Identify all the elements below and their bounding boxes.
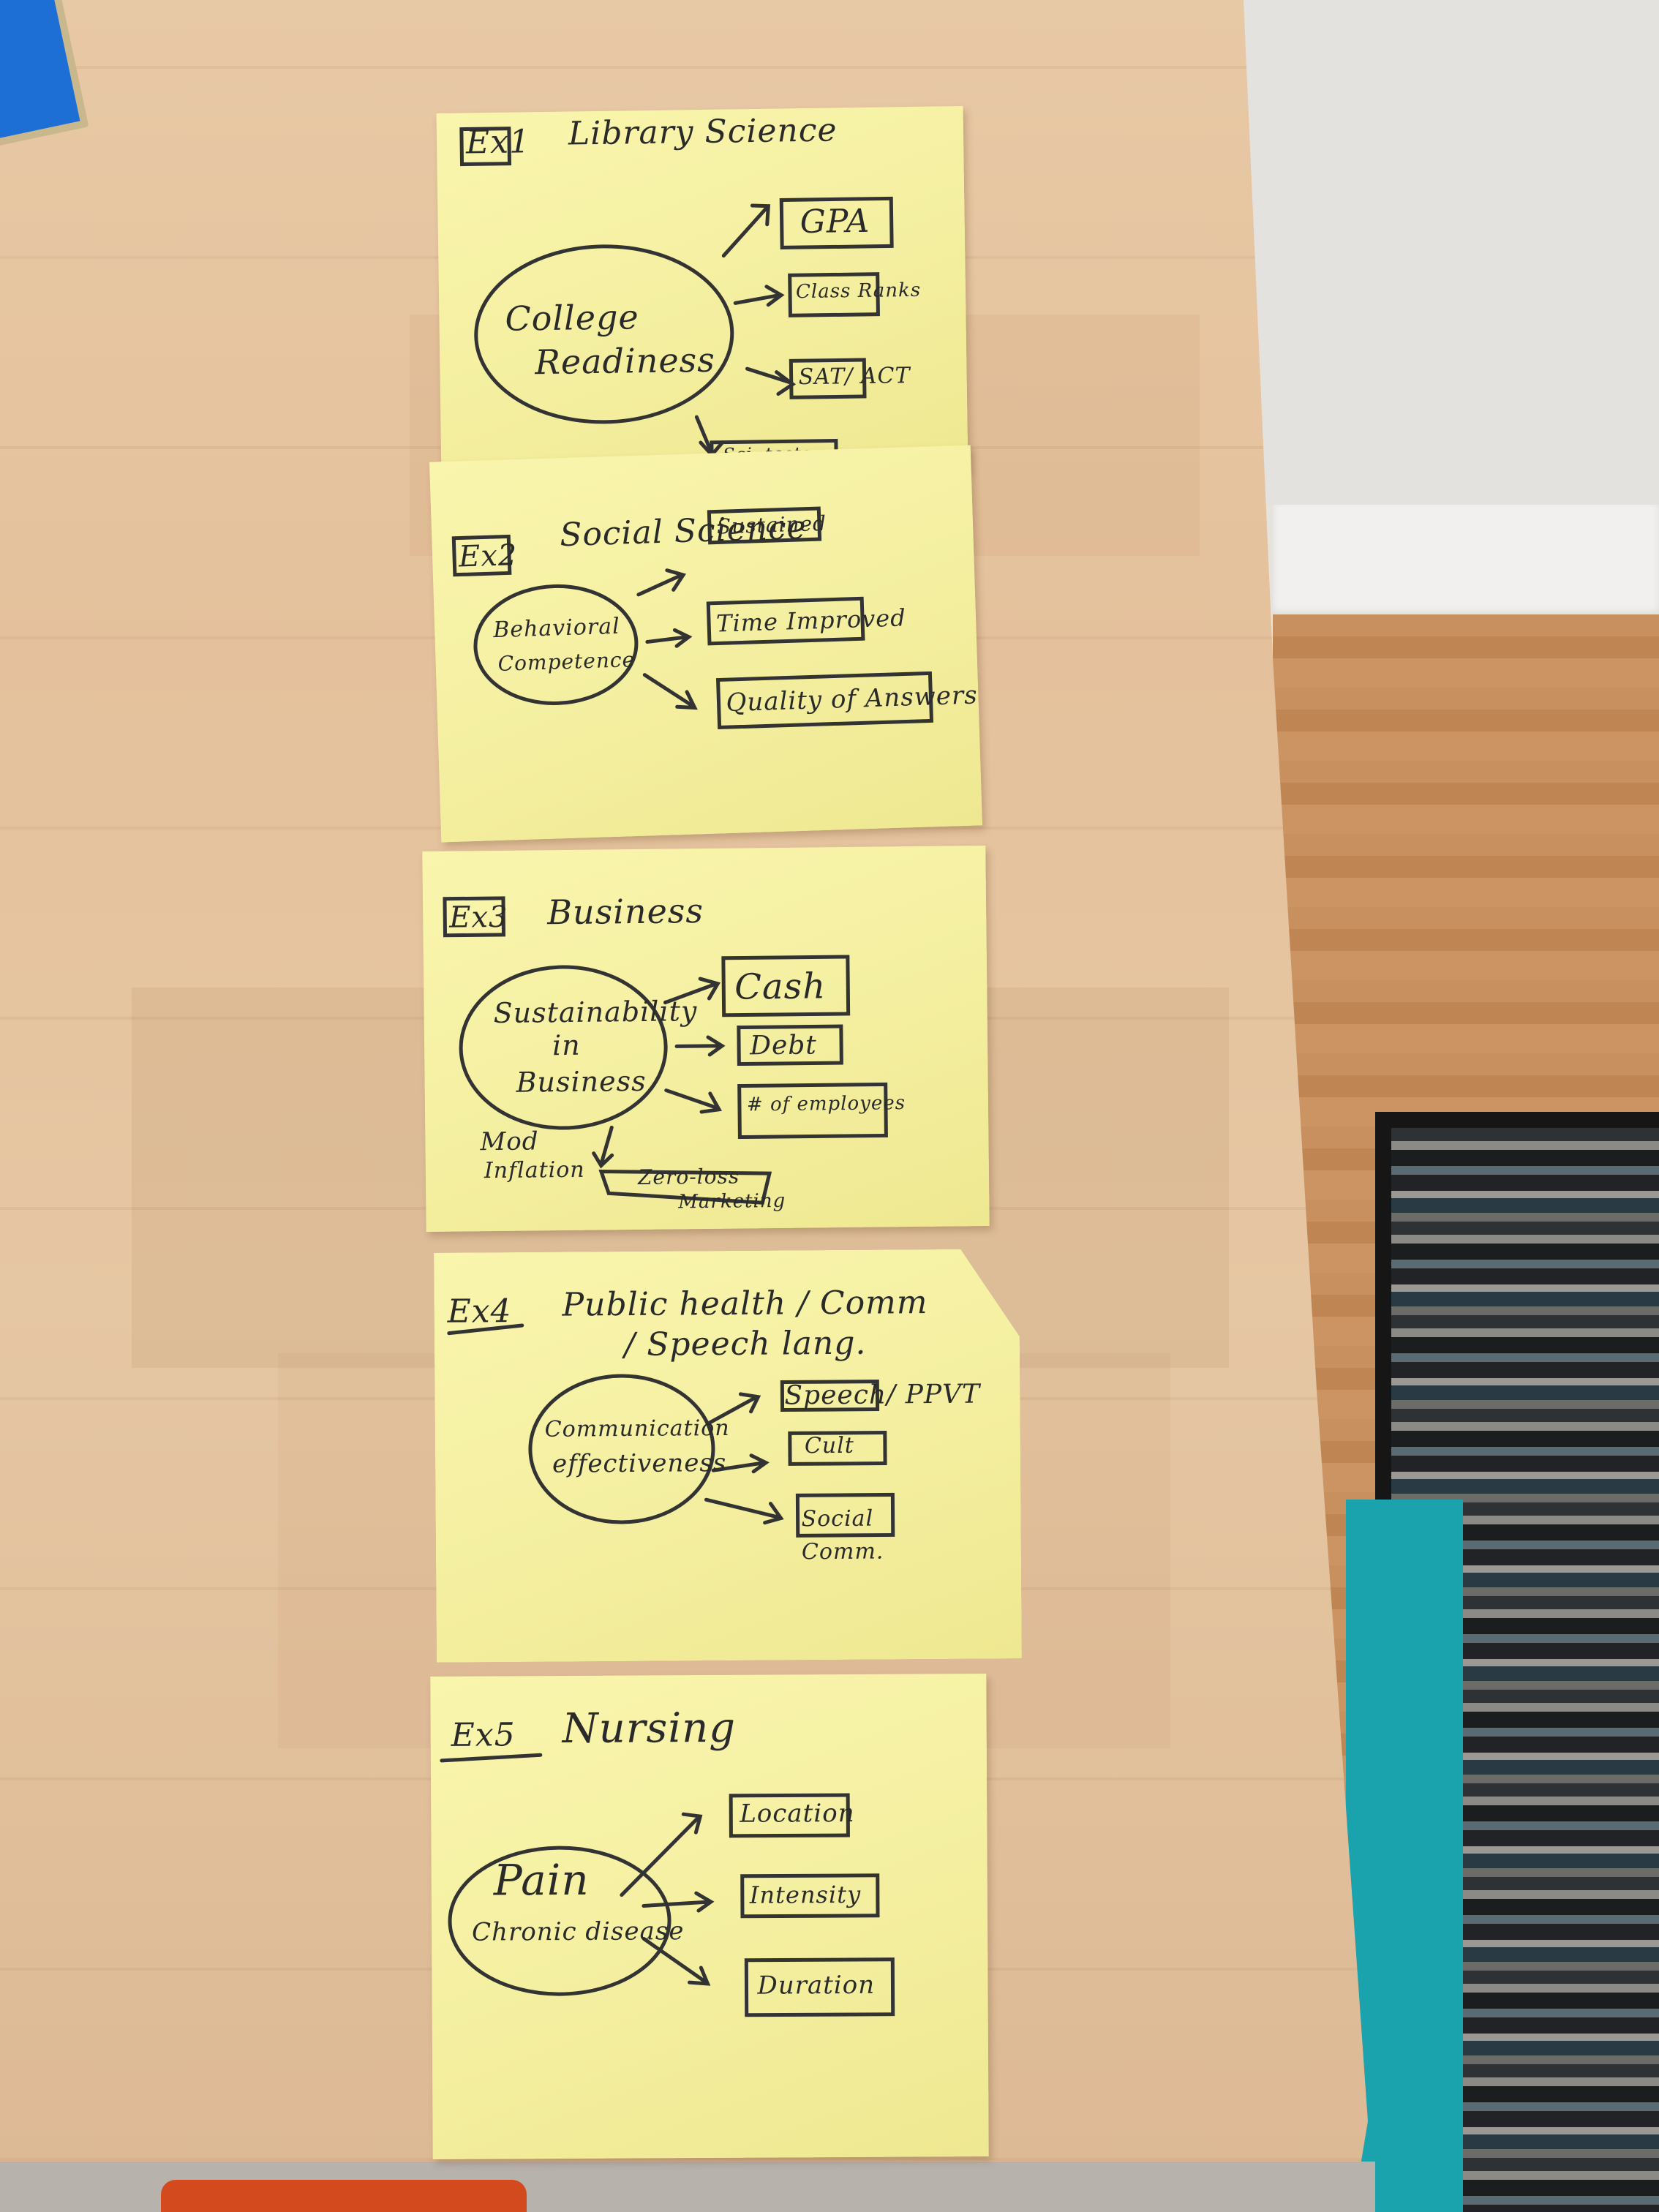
indicator-label: Sustained: [716, 511, 827, 539]
note-id: Ex1: [465, 123, 531, 162]
indicator-label: Cult: [804, 1432, 854, 1459]
construct-line-2: Competence: [497, 647, 636, 676]
note-sketch: [443, 896, 888, 1205]
extra-label: Inflation: [484, 1156, 585, 1184]
construct-line-2: in: [552, 1028, 581, 1062]
note-sketch: [459, 127, 894, 474]
construct-line-1: Behavioral: [492, 613, 621, 644]
note-sketch: [440, 1753, 895, 2017]
indicator-label: Cash: [734, 966, 827, 1008]
construct-line-1: College: [505, 297, 640, 339]
indicator-label: Intensity: [749, 1880, 862, 1909]
indicator-label: Location: [740, 1798, 855, 1829]
indicator-label: GPA: [800, 202, 870, 241]
note-field: Business: [546, 891, 704, 933]
sticky-note-ex1: Ex1 Library Science College Readiness GP…: [436, 105, 968, 480]
indicator-label: Class Ranks: [795, 279, 922, 304]
sticky-note-ex3: Ex3 Business Sustainability in Business …: [422, 845, 990, 1233]
note-sketch: [434, 1249, 1022, 1663]
sticky-note-ex5: Ex5 Nursing Pain Chronic disease Locatio…: [430, 1674, 989, 2159]
indicator-label: Debt: [749, 1030, 818, 1061]
construct-line-2: effectiveness: [552, 1448, 727, 1479]
construct-line-3: Business: [516, 1064, 647, 1099]
note-id: Ex2: [458, 538, 519, 574]
wall: [1244, 0, 1659, 505]
baseboard: [1273, 505, 1659, 614]
note-field: Nursing: [562, 1704, 737, 1753]
sticky-note-ex2: Ex2 Social Science Behavioral Competence…: [429, 445, 982, 843]
orange-object: [161, 2180, 527, 2212]
extra-label: Mod: [480, 1126, 539, 1157]
indicator-label: Duration: [757, 1970, 876, 2001]
indicator-label: SAT/ ACT: [798, 363, 911, 391]
indicator-label: # of employees: [746, 1092, 906, 1116]
indicator-label: Speech/ PPVT: [784, 1379, 981, 1411]
construct-line-1: Sustainability: [493, 995, 698, 1030]
construct-line-1: Communication: [544, 1415, 730, 1442]
note-field: Library Science: [568, 111, 838, 153]
indicator-label: Social Comm.: [801, 1505, 884, 1565]
note-id: Ex4: [447, 1293, 512, 1331]
construct-line-2: Chronic disease: [472, 1916, 685, 1947]
note-id: Ex3: [449, 900, 508, 935]
note-sketch: [451, 506, 934, 730]
note-id: Ex5: [451, 1716, 516, 1754]
note-field: Public health / Comm / Speech lang.: [562, 1284, 928, 1363]
construct-line-1: Pain: [493, 1854, 590, 1906]
extra-label: Zero-loss: [637, 1164, 740, 1189]
construct-line-2: Readiness: [534, 339, 716, 383]
extra-label: Marketing: [678, 1189, 786, 1214]
sticky-note-ex4: Ex4 Public health / Comm / Speech lang. …: [434, 1249, 1022, 1663]
